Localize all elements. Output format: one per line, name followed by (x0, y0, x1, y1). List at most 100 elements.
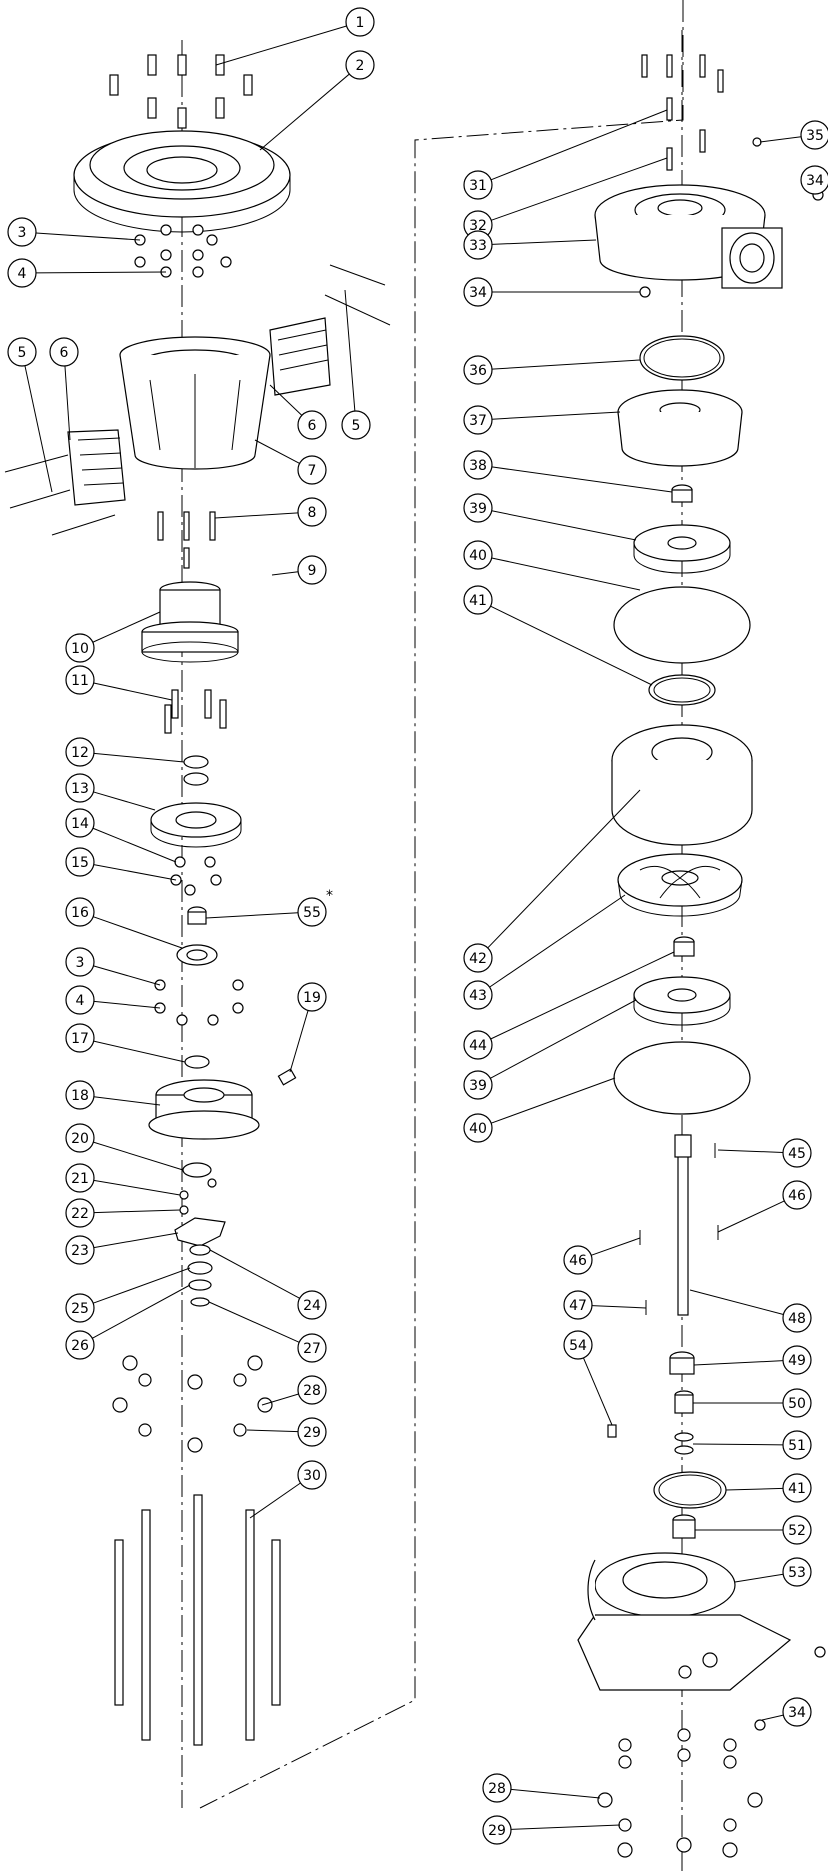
callout-label: 11 (71, 673, 89, 689)
callout-c14: 14 (65, 808, 95, 838)
callout-c5a: 5 (7, 337, 37, 367)
callout-circle (65, 1293, 95, 1323)
callout-c51: 51 (782, 1430, 812, 1460)
callout-label: 50 (788, 1396, 806, 1412)
part-53-base (577, 1552, 792, 1691)
part-41-ring-lower (653, 1471, 727, 1509)
callout-c50: 50 (782, 1388, 812, 1418)
callout-c19: 19 (297, 982, 327, 1012)
callout-circle (782, 1557, 812, 1587)
callout-c10: 10 (65, 633, 95, 663)
callout-label: 32 (469, 218, 487, 234)
leader-c12 (93, 752, 185, 763)
callout-circle (782, 1138, 812, 1168)
callout-circle (782, 1697, 812, 1727)
callout-c45: 45 (782, 1138, 812, 1168)
callout-c33: 33 (463, 230, 493, 260)
callout-label: 23 (71, 1243, 89, 1259)
callout-label: 38 (469, 458, 487, 474)
callout-circle (297, 555, 327, 585)
callout-label: 34 (788, 1705, 806, 1721)
callout-label: 47 (569, 1298, 587, 1314)
callout-c54: 54 (563, 1330, 593, 1360)
callout-c8: 8 (297, 497, 327, 527)
callout-circle (782, 1303, 812, 1333)
callout-c25: 25 (65, 1293, 95, 1323)
leader-c54 (583, 1357, 613, 1426)
callout-circle (65, 1198, 95, 1228)
callout-circle (463, 355, 493, 385)
leader-c13 (93, 791, 156, 811)
part-11-studs (164, 689, 227, 734)
callout-circle (65, 633, 95, 663)
callout-label: 37 (469, 413, 487, 429)
leader-c33 (491, 239, 597, 245)
leader-c37 (491, 411, 621, 420)
callout-label: 2 (356, 58, 365, 74)
leader-c22 (93, 1209, 181, 1214)
callout-label: 5 (352, 418, 361, 434)
callout-label: 26 (71, 1338, 89, 1354)
callout-circle (65, 1023, 95, 1053)
leader-c40b (490, 1077, 616, 1124)
callout-c28a: 28 (297, 1375, 327, 1405)
leader-c4b (93, 1000, 161, 1009)
callout-circle (297, 497, 327, 527)
callout-c47: 47 (563, 1290, 593, 1320)
leader-c19 (289, 1010, 309, 1073)
part-7-housing (119, 336, 271, 470)
callout-c43: 43 (463, 980, 493, 1010)
callout-label: 10 (71, 641, 89, 657)
callout-c29b: 29 (482, 1815, 512, 1845)
callout-c41a: 41 (463, 585, 493, 615)
callout-c34b: 34 (800, 165, 828, 195)
leader-c43 (489, 894, 626, 988)
callout-c18: 18 (65, 1080, 95, 1110)
callout-c9: 9 (297, 555, 327, 585)
callout-label: 15 (71, 855, 89, 871)
callout-c27: 27 (297, 1333, 327, 1363)
callout-label: 41 (469, 593, 487, 609)
part-24-27-seals (187, 1244, 213, 1307)
callout-label: 52 (788, 1523, 806, 1539)
callout-circle (49, 337, 79, 367)
leader-c14 (92, 827, 177, 863)
callout-c52: 52 (782, 1515, 812, 1545)
part-6-screen-left (67, 429, 126, 506)
callout-circle (463, 230, 493, 260)
callout-circle (65, 665, 95, 695)
part-14-15-nuts (170, 856, 222, 896)
part-21-22-nuts (179, 1178, 217, 1215)
callout-label: 34 (806, 173, 824, 189)
callout-label: 4 (18, 266, 27, 282)
callout-label: 1 (356, 15, 365, 31)
callout-circle (65, 985, 95, 1015)
callout-c34a: 34 (463, 277, 493, 307)
callout-c42: 42 (463, 943, 493, 973)
leader-c47 (591, 1305, 647, 1309)
callout-label: 7 (308, 463, 317, 479)
callout-label: 8 (308, 505, 317, 521)
leader-c46b (717, 1200, 785, 1233)
part-23-plate (174, 1217, 226, 1247)
part-45-47-keys (639, 1143, 719, 1315)
callout-c49: 49 (782, 1345, 812, 1375)
callout-c41b: 41 (782, 1473, 812, 1503)
callout-label: 16 (71, 905, 89, 921)
callout-circle (782, 1473, 812, 1503)
callout-c28b: 28 (482, 1773, 512, 1803)
part-2-top-flange (73, 130, 291, 233)
callout-label: 54 (569, 1338, 587, 1354)
callout-label: 4 (76, 993, 85, 1009)
callout-label: 40 (469, 1121, 487, 1137)
callout-circle (341, 410, 371, 440)
part-17-ring (184, 1055, 210, 1069)
leader-c42 (487, 789, 641, 949)
callout-c46b: 46 (782, 1180, 812, 1210)
callout-label: 25 (71, 1301, 89, 1317)
leader-c18 (93, 1096, 161, 1106)
callout-c5b: 5 (341, 410, 371, 440)
callout-label: 12 (71, 745, 89, 761)
part-16-bearing (176, 944, 218, 966)
callout-label: 19 (303, 990, 321, 1006)
